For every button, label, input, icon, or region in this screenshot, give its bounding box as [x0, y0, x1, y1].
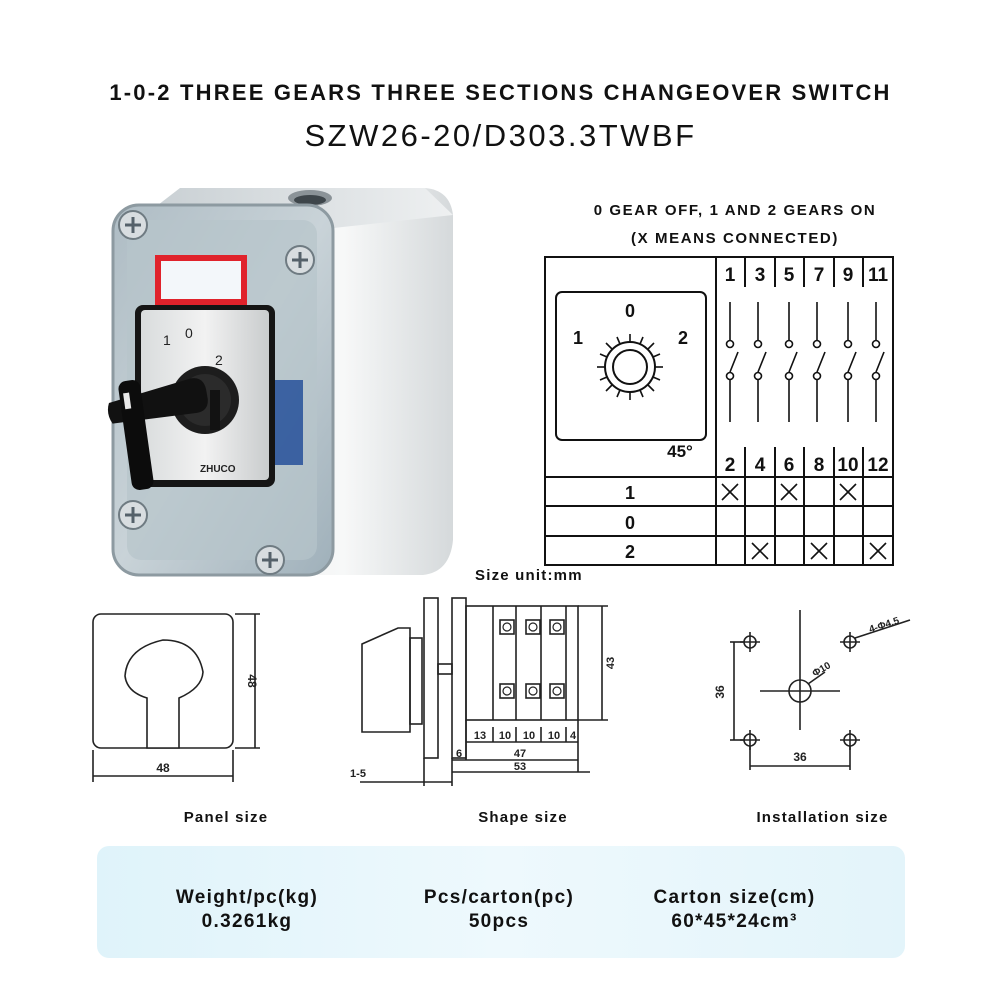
shape-seg-10a: 10: [499, 730, 511, 742]
connection-x-mark: [780, 483, 798, 501]
product-title: 1-0-2 THREE GEARS THREE SECTIONS CHANGEO…: [109, 80, 892, 105]
terminal-top-9: 9: [843, 265, 854, 286]
terminal-bottom-4: 4: [755, 455, 766, 476]
dial-angle: 45°: [667, 442, 693, 461]
terminal-bottom-12: 12: [867, 455, 888, 476]
diagram-caption-2: (X MEANS CONNECTED): [631, 230, 839, 247]
row-position-0: 0: [625, 513, 635, 533]
dial-position-0: 0: [625, 301, 635, 321]
connection-x-mark: [839, 483, 857, 501]
connection-x-mark: [751, 542, 769, 560]
terminal-top-11: 11: [868, 265, 889, 286]
product-photo: 1 0 2 ZHUCO: [105, 180, 460, 590]
shape-dim-1-5: 1-5: [350, 768, 366, 780]
spec-panel: Weight/pc(kg) 0.3261kg Pcs/carton(pc) 50…: [97, 846, 905, 958]
dial-label-0: 0: [185, 325, 193, 341]
contact-1-2: [725, 302, 739, 422]
install-height-dim: 36: [713, 685, 727, 699]
terminal-top-7: 7: [814, 265, 825, 286]
panel-size-caption: Panel size: [183, 809, 269, 826]
terminal-top-1: 1: [725, 265, 736, 286]
terminal-top-3: 3: [755, 265, 766, 286]
spec-carton-value: 60*45*24cm³: [671, 911, 798, 932]
row-position-1: 1: [625, 483, 635, 503]
dial-position-1: 1: [573, 328, 583, 348]
panel-width-dim: 48: [156, 761, 170, 775]
shape-seg-10c: 10: [548, 730, 560, 742]
spec-weight-value: 0.3261kg: [201, 911, 293, 932]
connection-x-mark: [810, 542, 828, 560]
connection-marks: [721, 483, 887, 560]
shape-seg-4: 4: [570, 730, 577, 742]
shape-height-dim: 43: [605, 657, 617, 669]
diagram-caption-1: 0 GEAR OFF, 1 AND 2 GEARS ON: [593, 202, 877, 219]
shape-seg-10b: 10: [523, 730, 535, 742]
size-unit-label: Size unit:mm: [475, 567, 583, 584]
spec-pcs: Pcs/carton(pc) 50pcs: [404, 886, 594, 934]
brand-label: ZHUCO: [200, 464, 236, 475]
dial-label-2: 2: [215, 352, 223, 368]
spec-pcs-value: 50pcs: [468, 911, 530, 932]
terminal-bottom-6: 6: [784, 455, 795, 476]
shape-dim-53: 53: [514, 761, 526, 773]
model-number: SZW26-20/D303.3TWBF: [304, 118, 697, 153]
connection-diagram: 1 0 2 45° 1 3 5 7 9 11 2 4 6 8 10 12 1 0…: [540, 252, 900, 570]
terminal-bottom-8: 8: [814, 455, 825, 476]
dial-symbol: [597, 334, 663, 400]
spec-weight: Weight/pc(kg) 0.3261kg: [152, 886, 342, 934]
shape-size-caption: Shape size: [478, 809, 568, 826]
terminal-bottom-2: 2: [725, 455, 736, 476]
dial-position-2: 2: [678, 328, 688, 348]
shape-dim-47: 47: [514, 748, 526, 760]
spec-pcs-label: Pcs/carton(pc): [423, 887, 575, 908]
spec-carton-label: Carton size(cm): [653, 887, 816, 908]
dial-label-1: 1: [163, 332, 171, 348]
install-center-dim: Φ10: [811, 660, 834, 679]
panel-size-drawing: 48 48: [85, 600, 285, 800]
shape-dim-6: 6: [456, 748, 462, 760]
installation-size-caption: Installation size: [756, 809, 889, 826]
switch-box-illustration: 1 0 2 ZHUCO: [107, 188, 453, 577]
spec-carton: Carton size(cm) 60*45*24cm³: [637, 886, 832, 934]
row-position-2: 2: [625, 542, 635, 562]
connection-x-mark: [869, 542, 887, 560]
terminal-bottom-10: 10: [837, 455, 858, 476]
terminal-top-5: 5: [784, 265, 795, 286]
shape-size-drawing: 43 13 10 10 10 4 6 47 53 1-5: [340, 592, 620, 792]
install-holes-dim: 4-Φ4.5: [868, 615, 901, 635]
spec-weight-label: Weight/pc(kg): [175, 887, 319, 908]
installation-size-drawing: 36 36 4-Φ4.5 Φ10: [700, 606, 920, 786]
install-width-dim: 36: [793, 750, 807, 764]
connection-x-mark: [721, 483, 739, 501]
panel-height-dim: 48: [245, 674, 259, 688]
shape-seg-13: 13: [474, 730, 486, 742]
